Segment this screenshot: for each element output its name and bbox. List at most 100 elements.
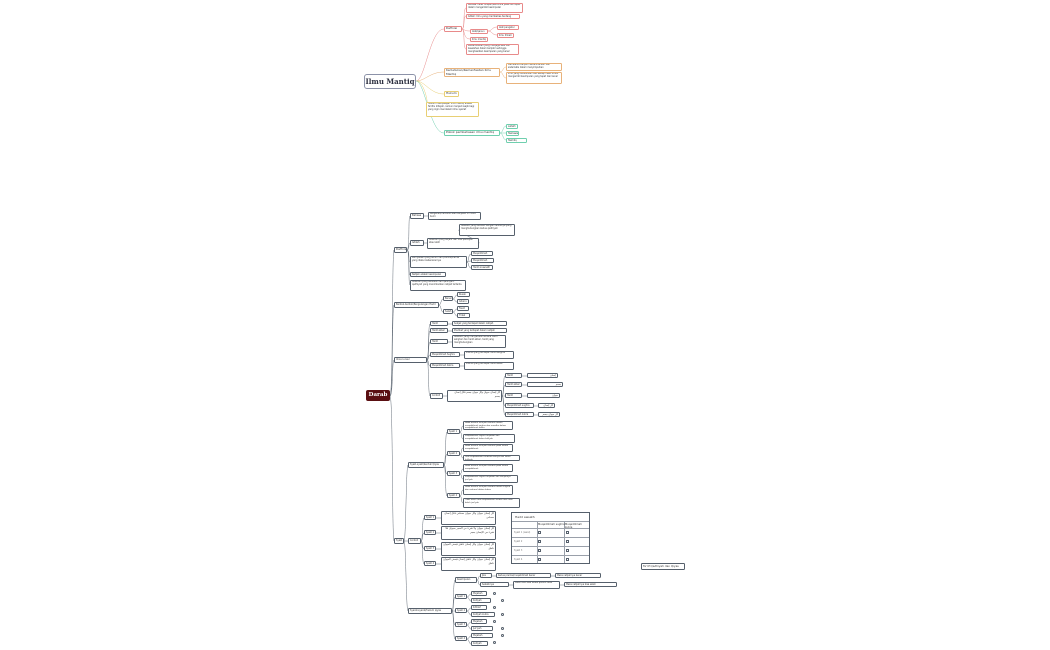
collapse-circle-icon[interactable] (501, 599, 504, 602)
node2-syarat-1-b[interactable]: Kulliyah (471, 598, 491, 603)
node2-istilah-1[interactable]: Sesuatu yang bersatu dengan keduanya yan… (459, 224, 515, 236)
node2-syarat[interactable]: Syarat-syarat/hukum qiyas (408, 608, 452, 614)
collapse-circle-icon[interactable] (493, 606, 496, 609)
collapse-circle-icon[interactable] (493, 641, 496, 644)
node2-syakl-4-b[interactable]: Tidak boleh dua muqaddimah salibah dan t… (463, 498, 520, 508)
node2-contoh-hadd-ashghar-value[interactable]: إنسان (527, 373, 558, 378)
collapse-circle-icon[interactable] (501, 613, 504, 616)
node2-kesimpulan-jika-result[interactable]: Maka natijahnya benar (555, 573, 601, 578)
node2-syarat-2-b[interactable]: Kulliyah kubra (471, 612, 495, 617)
node2-contoh-syakl-3-value[interactable]: كل إنسان حيوان وكل إنسان ناطق فبعض الحيو… (441, 542, 496, 556)
node2-muqaddimah-sughra[interactable]: Muqaddimah sughra (471, 258, 494, 263)
table-cell-checkbox[interactable] (538, 558, 541, 561)
node2-kesimpulan-sebaliknya[interactable]: Sebaliknya (480, 582, 509, 587)
node2-contoh-hadd-awsath-value[interactable]: حيوان (527, 393, 560, 398)
node2-contoh-muq-kubra[interactable]: Muqaddimah kubra (505, 412, 534, 417)
node2-kesimpulan-jika-value[interactable]: Kedua premis/muqaddimah benar (496, 573, 551, 578)
node-ilmu-ilmiah[interactable]: Ilmu Ilmiah (497, 33, 514, 38)
node2-hadd-akbar[interactable]: Hadd akbar (430, 328, 448, 333)
node2-bahasa-value[interactable]: Bergerak/memukul atau berjalan di muka b… (428, 212, 481, 220)
node2-syakl-3-b[interactable]: Muqaddimah sughra mujabah dan natijahnya… (463, 475, 518, 483)
node-kedudukan[interactable]: Kedudukan/Kemanfaatan Ilmu Mantiq (444, 68, 500, 77)
node2-syakl-4[interactable]: Syakl 4 (447, 493, 460, 498)
node2-contoh-hadd-akbar[interactable]: Hadd akbar (505, 382, 522, 387)
node2-kesimpulan[interactable]: Kesimpulan (455, 577, 477, 583)
table-cell-checkbox[interactable] (538, 531, 541, 534)
node2-istilah-value[interactable]: Susunan yang terjadi dari dua qadhiyah a… (427, 238, 479, 249)
node2-bentuk-fasid[interactable]: Fasid (457, 306, 469, 311)
node2-hadd-awsath-value[interactable]: Sesuatu yang menyatukan antara hadd ashg… (452, 335, 506, 348)
collapse-circle-icon[interactable] (493, 592, 496, 595)
node2-kesimpulan-sebaliknya-result[interactable]: Maka natijahnya bisa salah (564, 582, 617, 587)
node2-contoh-syakl-2-value[interactable]: كل إنسان حيوان ولا شيء من الحجر بحيوان ف… (441, 526, 496, 540)
node-tashawwur[interactable]: Tashawwur (506, 131, 519, 136)
node-alat-pengatur[interactable]: Alat pengatur (497, 25, 519, 30)
node2-syarat-syakl-2[interactable]: Syakl 2 (455, 608, 467, 613)
node2-contoh-syakl-4[interactable]: Syakl 4 (424, 561, 436, 566)
node-alat-qanun[interactable]: Alat/qanun (470, 29, 488, 34)
node2-syakl-1-b[interactable]: Muqaddimah sughra mujabah dan muqaddimah… (463, 434, 515, 443)
node2-syakl[interactable]: Syakl-syakl/bentuk Qiyas (408, 462, 444, 468)
node2-syakl-2-b[interactable]: Dua muqaddimah berbeda kaifnya dan kubra… (463, 455, 520, 461)
table-cell-checkbox[interactable] (538, 540, 541, 543)
node2-contoh-syakl-1-value[interactable]: كل إنسان حيوان وكل حيوان حساس فكل إنسان … (441, 511, 496, 525)
node2-qiyas[interactable]: Syakl 1 (394, 538, 404, 544)
node2-syakl-1[interactable]: Syakl 1 (447, 429, 460, 434)
node2-hadd-ashghar[interactable]: Hadd ashghar (430, 321, 448, 326)
table-cell-checkbox[interactable] (566, 531, 569, 534)
node2-hadd-ashghar-value[interactable]: Subjek yang terdapat dalam natijah (452, 321, 507, 326)
collapse-circle-icon[interactable] (493, 620, 496, 623)
node2-syakl-1-a[interactable]: Hadd awsath menjadi mahmul dalam muqaddi… (463, 421, 513, 430)
node2-contoh[interactable]: Contoh (430, 393, 443, 399)
node2-contoh-syakl[interactable]: Contoh (408, 538, 421, 544)
mindmap-root-darab[interactable]: Darab (366, 390, 390, 401)
node2-syakl-3-a[interactable]: Hadd awsath menjadi maudhu pada kedua mu… (463, 464, 513, 472)
mindmap-root-ilmu-mantiq[interactable]: Ilmu Mantiq (364, 74, 416, 89)
node2-syakl-3[interactable]: Syakl 3 (447, 471, 460, 476)
node2-contoh-muq-sughra[interactable]: Muqaddimah sughra (505, 403, 534, 408)
node2-hadd-akbar-value[interactable]: Predikat yang terdapat dalam natijah (452, 328, 507, 333)
node2-bentuk-tidak[interactable]: Tidak (457, 313, 470, 318)
node2-syarat-3-a[interactable]: Mujabah (471, 619, 487, 624)
floating-topic[interactable]: Ta'rif Qadhiyah dan Qiyas (641, 563, 685, 570)
node2-syarat-4-a[interactable]: Mujabah (471, 633, 493, 638)
node2-contoh-hadd-ashghar[interactable]: Hadd ashghar (505, 373, 522, 378)
node-lafazh[interactable]: Lafazh (506, 124, 518, 129)
node-hukum-value[interactable]: Hukum mempelajari ilmu mantiq adalah far… (426, 102, 479, 117)
table-cell-checkbox[interactable] (538, 549, 541, 552)
collapse-circle-icon[interactable] (501, 627, 504, 630)
node2-bentuk[interactable]: Bentuk-bentuk/Pengulangan Hadd al-awsath (394, 302, 439, 308)
node2-contoh-value[interactable]: كل إنسان حيوان وكل حيوان جسم فكل إنسان ج… (447, 390, 502, 402)
node2-bentuk-ghairu[interactable]: Ghairu (457, 299, 469, 304)
node2-syarat-3-b[interactable]: Juz'iyah (471, 626, 493, 631)
node2-kesimpulan-sebaliknya-value[interactable]: Salah satu atau kedua premis salah (513, 581, 560, 589)
node2-syarat-syakl-3[interactable]: Syakl 3 (455, 622, 467, 627)
node2-susunan[interactable]: Susunan yang tersusun dari qadhiyah-qadh… (410, 280, 466, 291)
node2-muqaddimah-kubra-u[interactable]: Muqaddimah Kubra (430, 363, 460, 368)
node2-syarat-syakl-4[interactable]: Syakl 4 (455, 636, 467, 641)
table-cell-checkbox[interactable] (566, 549, 569, 552)
node2-kesimpulan-jika[interactable]: Jika (480, 573, 492, 578)
node2-contoh-syakl-4-value[interactable]: كل إنسان حيوان وكل ناطق إنسان فبعض الحيو… (441, 557, 496, 571)
node2-syakl-2-a[interactable]: Hadd awsath menjadi mahmul pada kedua mu… (463, 444, 513, 452)
node2-contoh-syakl-3[interactable]: Syakl 3 (424, 546, 436, 551)
node2-muqaddimah-kubra[interactable]: Muqaddimah kubra (471, 251, 493, 256)
node2-definisi[interactable]: Definisi (394, 247, 407, 253)
node-tashdiq[interactable]: Tashdiq (506, 138, 527, 143)
node-ilmu-mantiq-sub[interactable]: Ilmu mantiq (470, 37, 488, 42)
node2-syarat-syakl-1[interactable]: Syakl 1 (455, 594, 467, 599)
collapse-circle-icon[interactable] (501, 634, 504, 637)
node2-unsur[interactable]: Unsur-unsur Muqaddimah (394, 357, 427, 363)
node-hukum[interactable]: Hukum (444, 91, 459, 97)
node-kedudukan-2[interactable]: Ilmu yang dibutuhkan oleh setiap insan u… (506, 72, 562, 84)
node2-syarat-4-b[interactable]: Kulliyah (471, 641, 488, 646)
node2-contoh-hadd-akbar-value[interactable]: جسم (527, 382, 563, 387)
node-kedudukan-1[interactable]: Membantu berpikir secara teratur dan sis… (506, 63, 562, 71)
node2-bahasa[interactable]: Bahasa (410, 213, 424, 219)
node2-contoh-muq-sughra-value[interactable]: كل إنسان حيوان (538, 403, 555, 408)
node2-bentuk-salah[interactable]: Salah (443, 309, 453, 314)
table-cell-checkbox[interactable] (566, 540, 569, 543)
node2-contoh-hadd-awsath[interactable]: Hadd awsath (505, 393, 522, 398)
node2-contoh-muq-kubra-value[interactable]: كل حيوان جسم (538, 412, 560, 417)
node2-natijah[interactable]: Natijah adalah kesimpulan (410, 272, 446, 277)
